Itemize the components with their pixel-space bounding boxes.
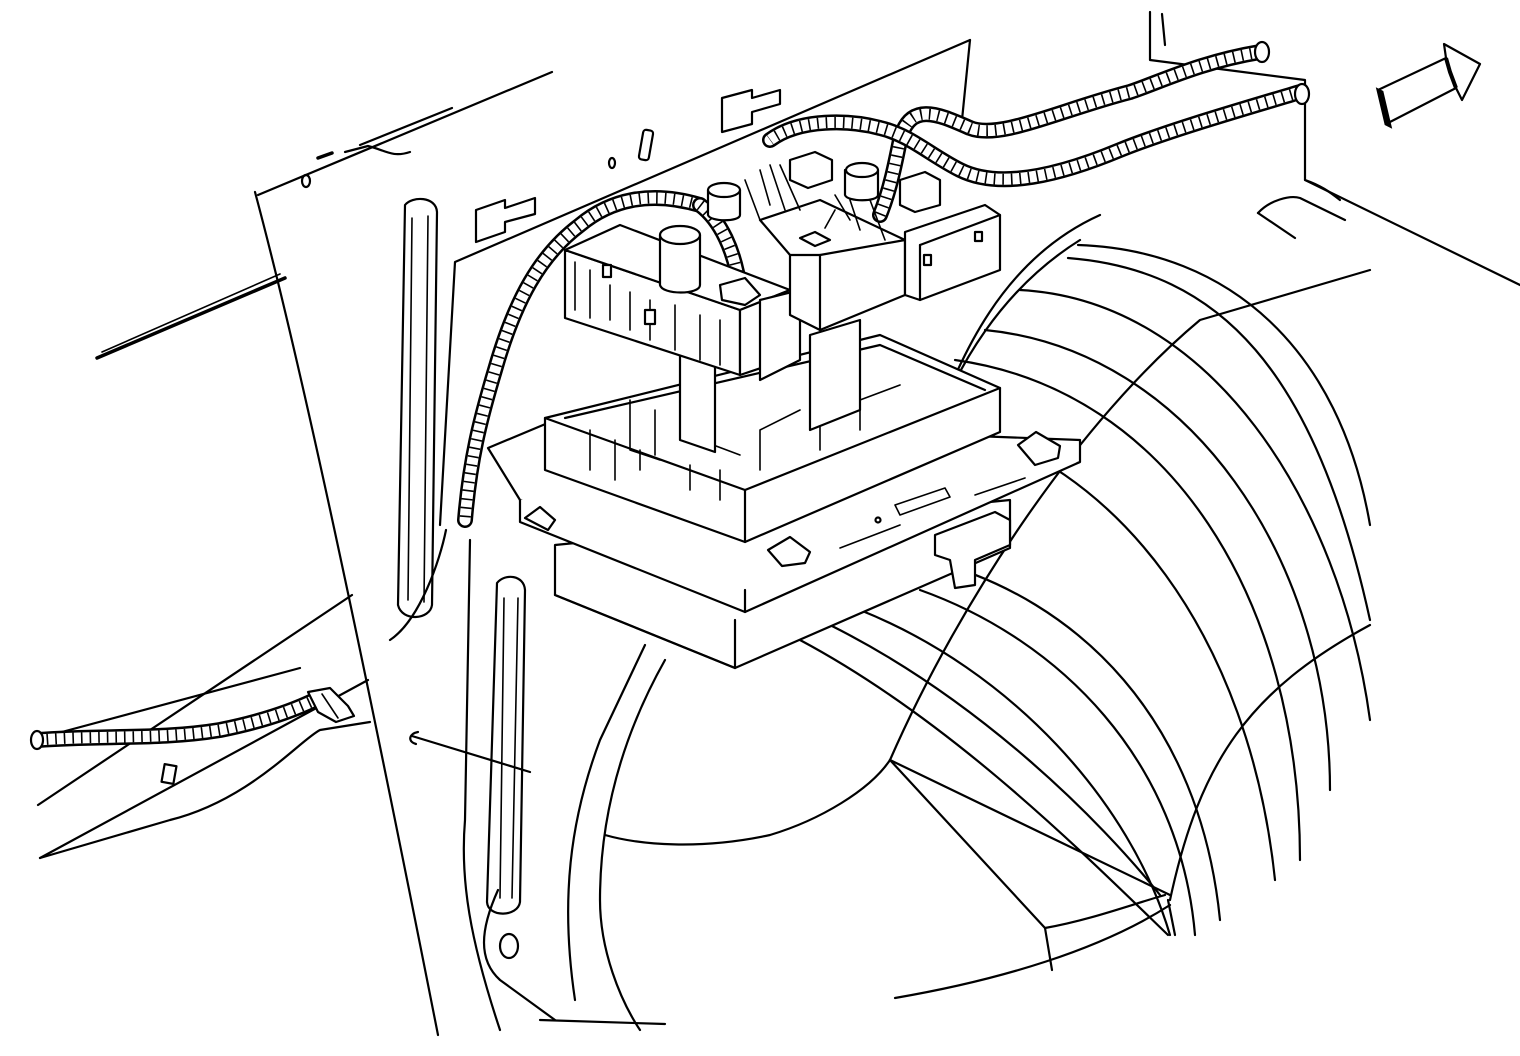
mounting-tab [1016, 430, 1062, 467]
fuse-block-upper [563, 150, 1002, 454]
harness-connector [306, 686, 356, 724]
front-direction-arrow-icon [1375, 42, 1482, 129]
wire-harness-main [457, 40, 1311, 528]
panel-hole [498, 932, 520, 960]
harness-end [1253, 40, 1271, 64]
panel-slot [720, 88, 782, 134]
pillar-edge-line [253, 190, 440, 1037]
body-panel [30, 10, 1520, 1037]
connector-block [788, 150, 834, 190]
callout-leader-line [410, 734, 532, 774]
relay-center [758, 198, 907, 332]
harness-end [29, 729, 45, 751]
fuse-block-base [486, 333, 1082, 670]
harness-end [1293, 82, 1311, 106]
relay-cylinder [658, 233, 702, 294]
inner-panel-outline [438, 38, 972, 527]
wire-harness-lower [29, 686, 356, 751]
vertical-slot-right [485, 575, 527, 915]
latch-clip [933, 510, 1012, 590]
mounting-tab [766, 535, 812, 568]
vertical-slot-left [396, 197, 439, 619]
mounting-tab [523, 505, 557, 532]
relay-right [903, 203, 1002, 302]
panel-ledge-line [95, 276, 287, 360]
connector-block [898, 170, 942, 214]
wheelhouse [567, 196, 1372, 1032]
panel-slot [474, 196, 537, 244]
